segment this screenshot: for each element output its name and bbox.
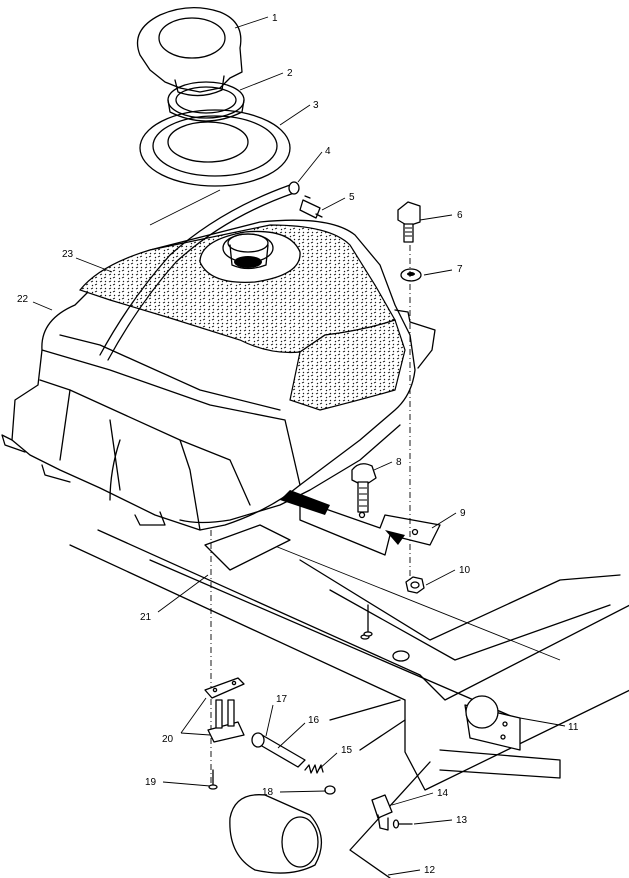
frame (69, 529, 629, 878)
fuel-line (251, 732, 306, 768)
callout-10: 10 (459, 565, 471, 576)
callout-13: 13 (456, 815, 468, 826)
callout-14: 14 (437, 788, 449, 799)
decal-ring (139, 109, 291, 226)
seal (324, 785, 336, 795)
callout-6: 6 (457, 210, 463, 221)
callout-8: 8 (396, 457, 402, 468)
frame-screw (363, 604, 373, 637)
bolt-lower (351, 463, 377, 513)
alignment-lines (210, 245, 411, 785)
callout-11: 11 (568, 722, 579, 733)
callout-21: 21 (140, 612, 152, 623)
mounting-bracket (464, 695, 521, 751)
nut (405, 576, 425, 594)
callout-labels: 1 2 3 4 5 6 7 8 9 10 11 12 13 14 15 16 1… (17, 13, 579, 876)
screw-19 (208, 769, 218, 790)
spring (304, 764, 324, 774)
fuel-cap (136, 7, 243, 97)
washer-upper (400, 268, 422, 282)
fuel-valve (204, 677, 245, 743)
callout-1: 1 (272, 13, 278, 24)
vent-hose (99, 181, 300, 361)
callout-7: 7 (457, 264, 463, 275)
callout-15: 15 (341, 745, 353, 756)
leader-lines (32, 16, 566, 876)
fuel-filter (229, 794, 322, 874)
callout-9: 9 (460, 508, 466, 519)
fuel-tank (1, 219, 436, 531)
callout-2: 2 (287, 68, 293, 79)
callout-12: 12 (424, 865, 436, 876)
callout-16: 16 (308, 715, 320, 726)
clamp-bolt (392, 819, 413, 829)
pad (204, 524, 291, 571)
tank-bracket (280, 490, 441, 556)
callout-19: 19 (145, 777, 157, 788)
callout-22: 22 (17, 294, 29, 305)
callout-23: 23 (62, 249, 74, 260)
bolt-upper (397, 201, 421, 243)
callout-3: 3 (313, 100, 319, 111)
callout-4: 4 (325, 146, 331, 157)
callout-5: 5 (349, 192, 355, 203)
callout-17: 17 (276, 694, 288, 705)
callout-18: 18 (262, 787, 274, 798)
clamp (371, 794, 393, 831)
fitting (299, 195, 323, 219)
callout-20: 20 (162, 734, 174, 745)
